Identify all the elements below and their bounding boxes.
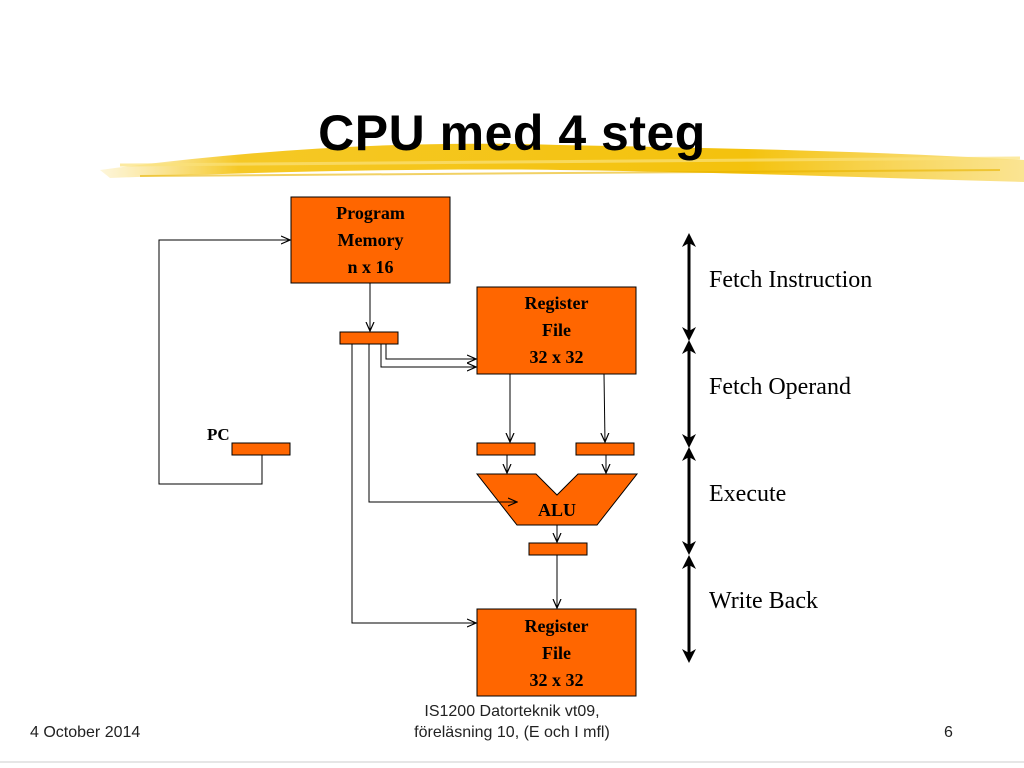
- footer-course: IS1200 Datorteknik vt09, föreläsning 10,…: [414, 703, 610, 741]
- footer-date: 4 October 2014: [30, 724, 141, 741]
- footer-page-number: 6: [944, 724, 953, 741]
- register-file-top-label: Register File 32 x 32: [524, 293, 589, 367]
- pipeline-register-if: [339, 331, 399, 345]
- register-file-top-block: [476, 286, 637, 375]
- pc-label: PC: [207, 425, 230, 444]
- register-file-bottom-block: [476, 608, 637, 697]
- alu-label: ALU: [537, 500, 576, 520]
- slide-title: CPU med 4 steg: [318, 105, 706, 161]
- program-memory-block: [290, 196, 451, 284]
- register-file-bottom-label: Register File 32 x 32: [524, 616, 589, 690]
- stage-label-fetch-instruction: Fetch Instruction: [709, 267, 873, 293]
- alu-shape: [475, 473, 639, 526]
- pipeline-register-operand-b: [575, 442, 635, 456]
- pc-register: [231, 442, 291, 456]
- stage-label-execute: Execute: [709, 481, 787, 507]
- stage-label-write-back: Write Back: [709, 588, 818, 614]
- program-memory-label: Program Memory n x 16: [336, 203, 405, 277]
- pipeline-register-operand-a: [476, 442, 536, 456]
- stage-label-fetch-operand: Fetch Operand: [709, 374, 851, 400]
- pipeline-register-alu-out: [528, 542, 588, 556]
